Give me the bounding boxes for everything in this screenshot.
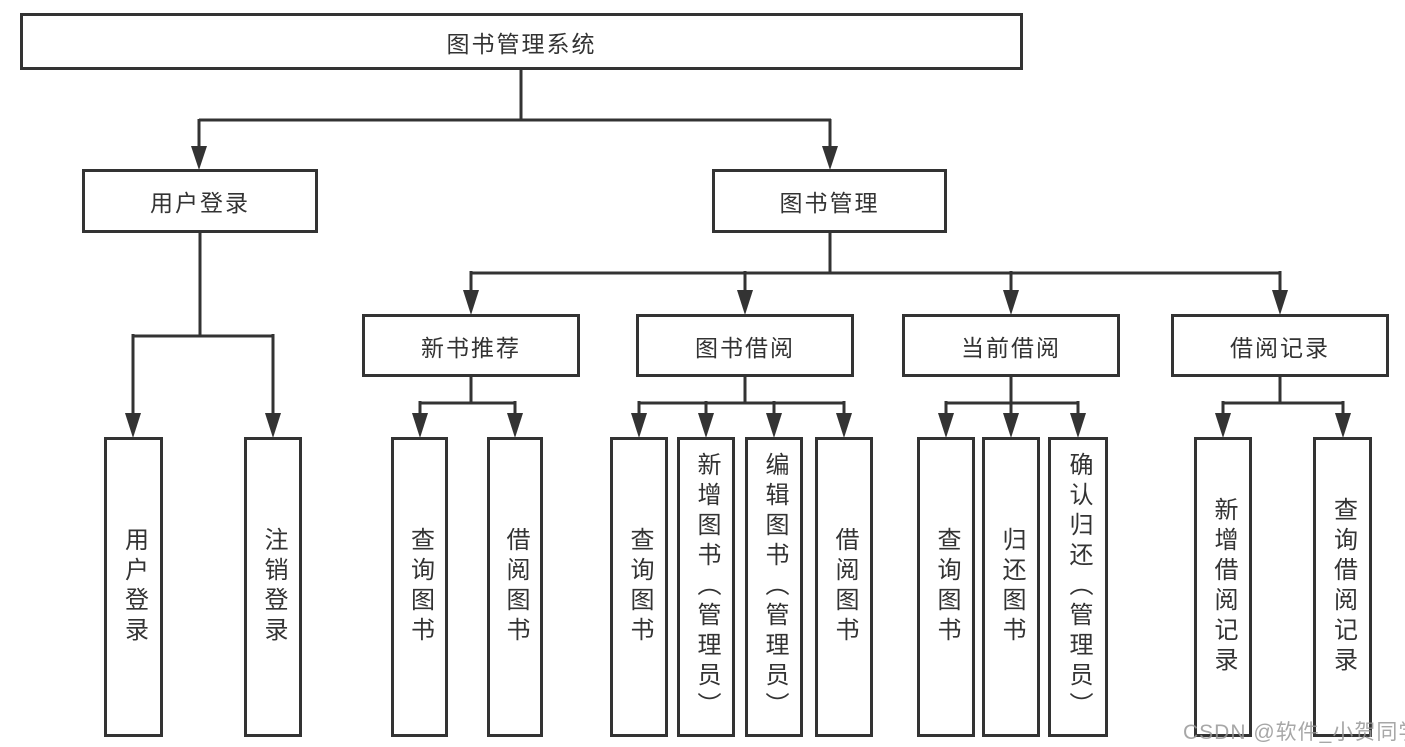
arrowhead-leaf-5	[698, 413, 714, 438]
node-book-mgmt: 图书管理	[712, 169, 947, 233]
leaf-label: 确认归还（管理员）	[1065, 452, 1092, 722]
leaf-label: 编辑图书（管理员）	[761, 452, 788, 722]
arrowhead-module-0	[463, 290, 479, 315]
leaf-borrow-books-2: 借阅图书	[815, 437, 873, 737]
node-user-login-label: 用户登录	[150, 190, 250, 216]
leaf-query-books-2: 查询图书	[610, 437, 668, 737]
arrowhead-leaf-7	[836, 413, 852, 438]
leaf-query-books-1: 查询图书	[391, 437, 448, 737]
leaf-add-book-admin: 新增图书（管理员）	[677, 437, 735, 737]
leaf-user-login: 用户登录	[104, 437, 163, 737]
arrowhead-leaf-6	[766, 413, 782, 438]
leaf-query-books-3: 查询图书	[917, 437, 975, 737]
arrowhead-user-login	[191, 146, 207, 170]
leaf-label: 查询图书	[933, 527, 960, 647]
node-borrow-records-label: 借阅记录	[1230, 334, 1330, 361]
leaf-label: 归还图书	[998, 527, 1025, 647]
node-new-book-recommend: 新书推荐	[362, 314, 580, 377]
leaf-add-borrow-record: 新增借阅记录	[1194, 437, 1252, 737]
leaf-label: 用户登录	[120, 527, 148, 647]
arrowhead-leaf-11	[1215, 413, 1231, 438]
arrowhead-leaf-2	[412, 413, 428, 438]
arrowhead-leaf-3	[507, 413, 523, 438]
node-root-label: 图书管理系统	[446, 30, 597, 57]
leaf-label: 新增图书（管理员）	[693, 452, 720, 722]
arrowhead-leaf-4	[631, 413, 647, 438]
arrowhead-module-3	[1272, 290, 1288, 315]
watermark: CSDN @软件_小贺同学	[1183, 721, 1405, 744]
node-user-login: 用户登录	[82, 169, 318, 233]
leaf-label: 查询借阅记录	[1329, 497, 1357, 677]
arrowhead-leaf-1	[265, 413, 281, 438]
arrowhead-leaf-8	[938, 413, 954, 438]
leaf-label: 借阅图书	[502, 527, 529, 647]
arrowhead-module-1	[737, 290, 753, 315]
node-new-book-recommend-label: 新书推荐	[421, 334, 521, 361]
node-root: 图书管理系统	[20, 13, 1023, 70]
node-book-borrow: 图书借阅	[636, 314, 854, 377]
leaf-label: 新增借阅记录	[1210, 497, 1237, 677]
leaf-return-book: 归还图书	[982, 437, 1040, 737]
arrowhead-leaf-12	[1335, 413, 1351, 438]
leaf-borrow-books-1: 借阅图书	[487, 437, 543, 737]
node-current-borrow-label: 当前借阅	[961, 334, 1061, 361]
leaf-confirm-return-admin: 确认归还（管理员）	[1048, 437, 1108, 737]
arrowhead-book-mgmt	[822, 146, 838, 170]
leaf-query-borrow-record: 查询借阅记录	[1313, 437, 1372, 737]
arrowhead-leaf-0	[125, 413, 141, 438]
node-current-borrow: 当前借阅	[902, 314, 1120, 377]
node-book-borrow-label: 图书借阅	[695, 334, 795, 361]
node-book-mgmt-label: 图书管理	[779, 190, 880, 216]
leaf-edit-book-admin: 编辑图书（管理员）	[745, 437, 803, 737]
leaf-label: 查询图书	[406, 527, 434, 647]
leaf-label: 借阅图书	[831, 527, 858, 647]
node-borrow-records: 借阅记录	[1171, 314, 1389, 377]
arrowhead-module-2	[1003, 290, 1019, 315]
leaf-label: 查询图书	[626, 527, 653, 647]
leaf-label: 注销登录	[260, 527, 287, 647]
leaf-logout: 注销登录	[244, 437, 302, 737]
arrowhead-leaf-9	[1003, 413, 1019, 438]
arrowhead-leaf-10	[1070, 413, 1086, 438]
